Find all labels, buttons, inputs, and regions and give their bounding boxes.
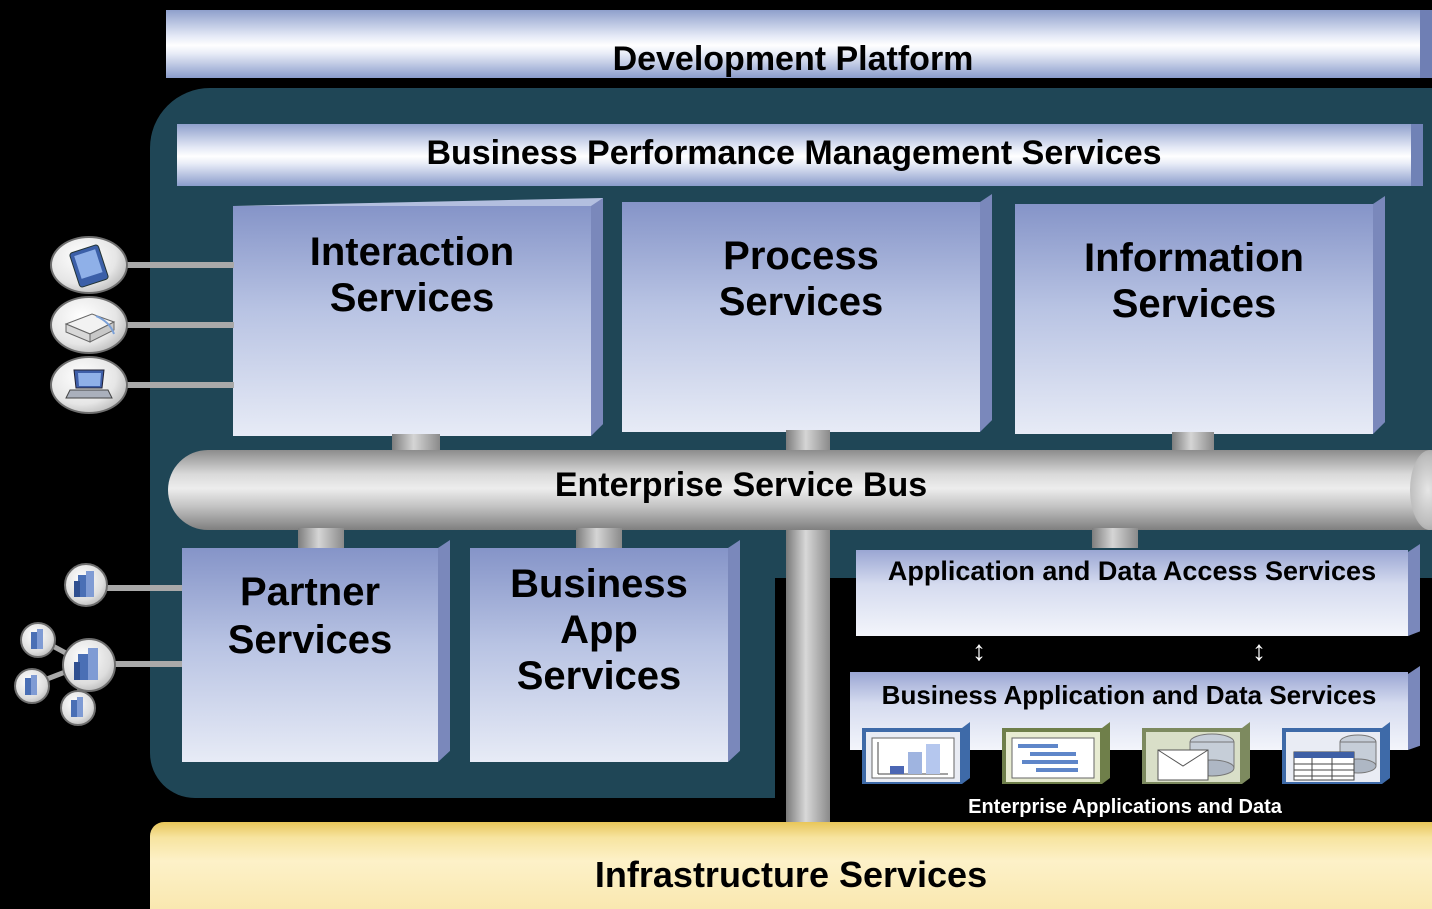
connector-partner	[298, 528, 344, 550]
app-data-access-label: Application and Data Access Services	[887, 556, 1377, 586]
device-line-2	[120, 322, 234, 328]
building-icon	[60, 690, 96, 726]
bpm-services-bar: Business Performance Management Services	[177, 124, 1423, 186]
information-services-line1: Information	[1084, 236, 1304, 280]
laptop-icon	[50, 356, 128, 414]
app-data-access-box: Application and Data Access Services	[856, 544, 1420, 636]
partner-services-box: Partner Services	[182, 540, 450, 762]
infrastructure-services-bar: Infrastructure Services	[150, 822, 1432, 909]
device-line-3	[120, 382, 234, 388]
process-services-line1: Process	[723, 234, 879, 278]
bpm-services-label: Business Performance Management Services	[426, 134, 1162, 172]
enterprise-service-bus	[168, 450, 1432, 530]
double-arrow-right: ↕	[1252, 635, 1266, 666]
information-services-line2: Services	[1111, 282, 1277, 326]
connector-interaction	[392, 434, 440, 454]
business-app-services-box: Business App Services	[470, 540, 740, 762]
bar-chart-icon	[862, 722, 970, 784]
enterprise-apps-data-label: Enterprise Applications and Data	[968, 796, 1282, 818]
building-icon	[20, 622, 56, 658]
connector-business-app	[576, 528, 622, 550]
interaction-services-line2: Services	[329, 276, 495, 320]
building-icon	[62, 638, 116, 692]
infrastructure-services-label: Infrastructure Services	[594, 854, 988, 895]
connector-information	[1172, 432, 1214, 454]
partner-services-line2: Services	[227, 618, 393, 662]
mail-database-icon	[1142, 722, 1250, 784]
vertical-pipe	[786, 500, 830, 830]
double-arrow-left: ↕	[972, 635, 986, 666]
table-database-icon	[1282, 722, 1390, 784]
business-app-line3: Services	[516, 654, 682, 698]
building-icon	[14, 668, 50, 704]
partner-line-2	[112, 661, 182, 667]
tablet-icon	[50, 236, 128, 294]
process-services-line2: Services	[718, 280, 884, 324]
interaction-services-box: Interaction Services	[233, 198, 603, 436]
device-line-1	[120, 262, 234, 268]
information-services-box: Information Services	[1015, 196, 1385, 434]
development-platform-label: Development Platform	[612, 40, 974, 78]
business-app-line2: App	[560, 608, 638, 652]
gantt-chart-icon	[1002, 722, 1110, 784]
process-services-box: Process Services	[622, 194, 992, 432]
partner-line-1	[104, 585, 182, 591]
building-icon	[64, 563, 108, 607]
partner-services-line1: Partner	[239, 570, 381, 614]
connector-app-data-access	[1092, 528, 1138, 548]
printer-icon	[50, 296, 128, 354]
bus-end-cap	[1410, 450, 1432, 530]
interaction-services-line1: Interaction	[309, 230, 515, 274]
development-platform-bar: Development Platform	[166, 10, 1432, 78]
business-app-line1: Business	[510, 562, 688, 606]
business-app-data-label: Business Application and Data Services	[881, 680, 1377, 710]
esb-label: Enterprise Service Bus	[554, 466, 928, 504]
